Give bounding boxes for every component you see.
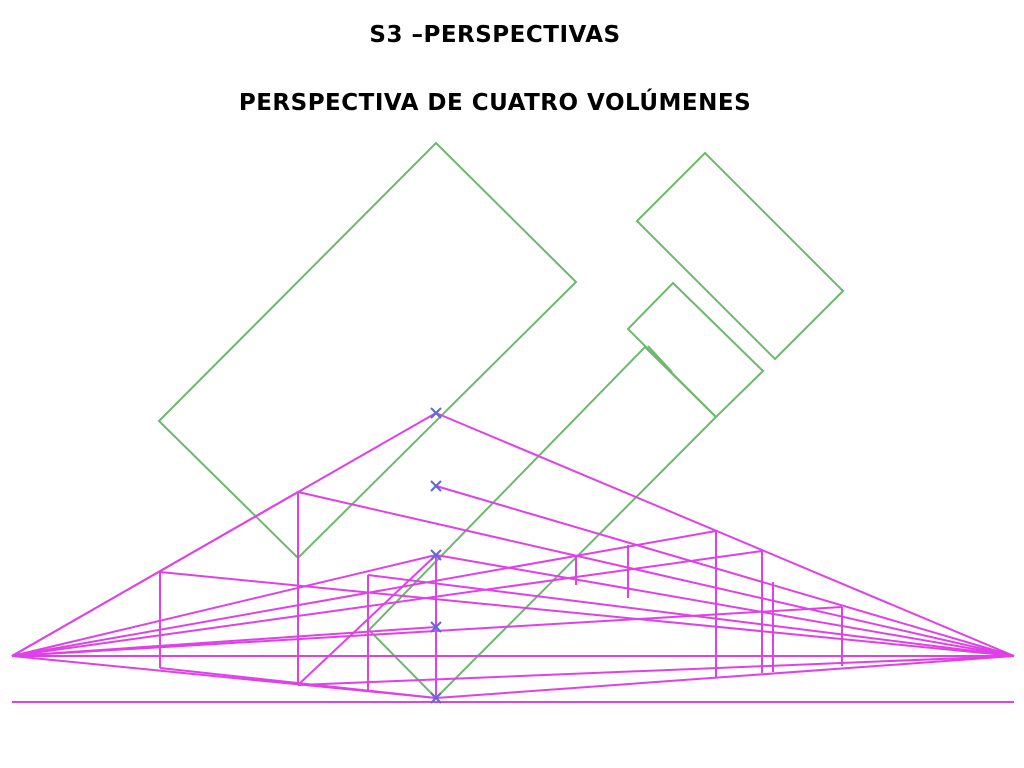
station-markers bbox=[430, 407, 442, 704]
ray-right-6 bbox=[159, 571, 1015, 657]
ray-left-2 bbox=[11, 491, 299, 657]
ray-left-3 bbox=[11, 554, 437, 657]
ray-right-2 bbox=[435, 485, 1015, 657]
slide-title: S3 –PERSPECTIVAS bbox=[369, 22, 621, 48]
plan-volume-large bbox=[157, 141, 578, 560]
station-ray-1 bbox=[297, 554, 437, 686]
ray-right-5 bbox=[367, 574, 1015, 657]
marker-3 bbox=[430, 549, 442, 561]
ray-right-7 bbox=[297, 655, 1015, 686]
ray-right-4 bbox=[435, 554, 1015, 657]
ray-right-8 bbox=[435, 655, 1015, 699]
plan-volume-long-diagonal bbox=[367, 345, 718, 700]
plan-view bbox=[157, 141, 845, 700]
plan-volume-top-right bbox=[635, 151, 845, 361]
ray-left-4 bbox=[11, 530, 717, 657]
ray-right-1 bbox=[435, 412, 1015, 657]
ray-left-7 bbox=[11, 626, 437, 657]
marker-5 bbox=[430, 692, 442, 704]
ray-left-6 bbox=[11, 606, 843, 657]
station-ray-2 bbox=[159, 667, 437, 699]
marker-4 bbox=[430, 621, 442, 633]
slide-subtitle: PERSPECTIVA DE CUATRO VOLÚMENES bbox=[238, 90, 752, 116]
ray-right-3 bbox=[297, 491, 1015, 657]
plan-volume-inner-edge bbox=[647, 345, 673, 373]
marker-1 bbox=[430, 407, 442, 419]
perspective-view bbox=[11, 412, 1015, 703]
marker-2 bbox=[430, 480, 442, 492]
ray-left-5 bbox=[11, 550, 763, 657]
